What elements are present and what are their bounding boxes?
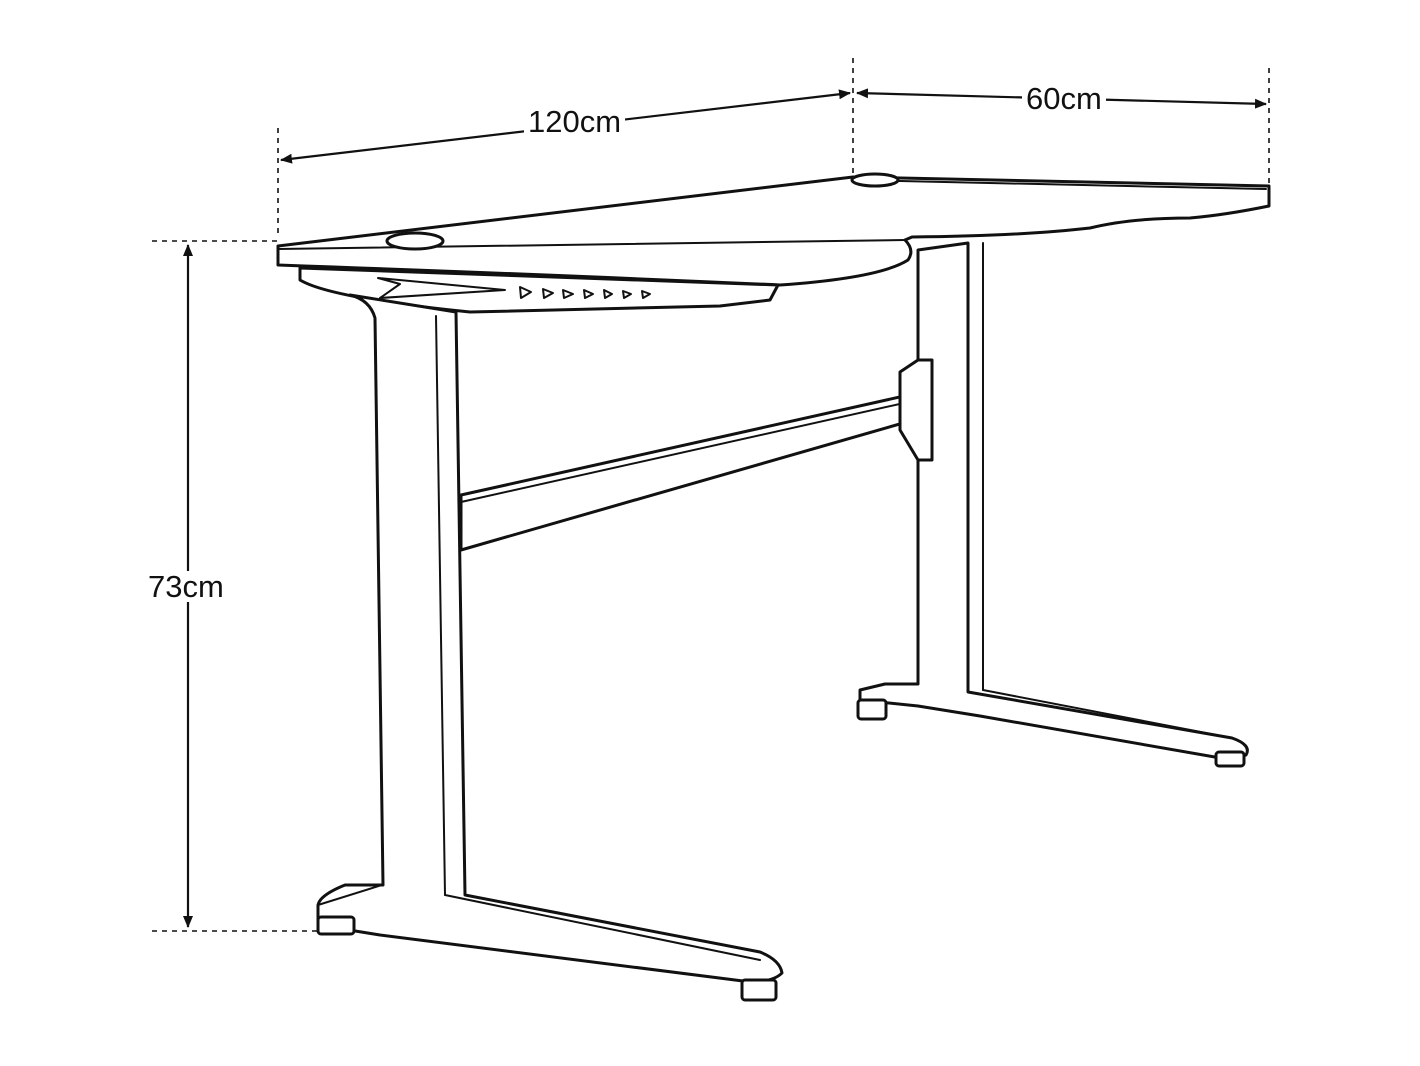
cable-grommet-back <box>850 172 900 188</box>
tabletop <box>276 172 1271 287</box>
extension-lines <box>152 58 1270 932</box>
crossbar-bracket <box>898 358 934 462</box>
cable-grommet-front <box>385 231 445 251</box>
front-leg-foot-right <box>740 978 778 1002</box>
apron-arrow-large <box>377 277 506 299</box>
depth-label: 60cm <box>1022 83 1106 114</box>
height-label: 73cm <box>144 571 228 602</box>
front-leg-foot-left <box>316 915 356 936</box>
back-leg-foot-left <box>856 698 888 721</box>
back-leg <box>856 241 1249 768</box>
front-leg <box>316 293 784 1002</box>
crossbar <box>459 358 934 552</box>
width-label: 120cm <box>524 106 626 137</box>
back-leg-foot-right <box>1214 750 1246 768</box>
